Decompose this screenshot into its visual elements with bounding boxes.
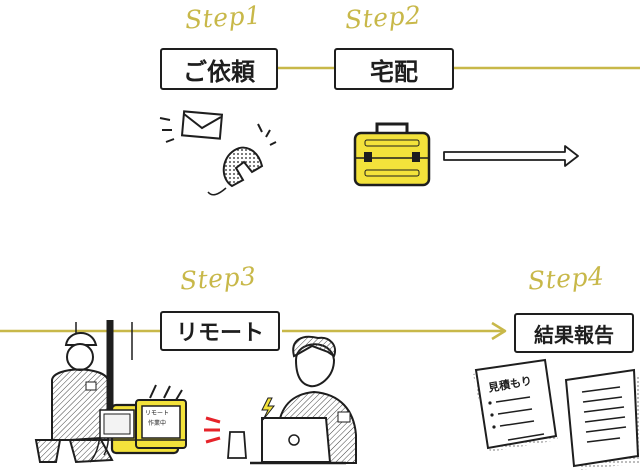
estimate-document [473,358,558,452]
laptop-screen-line1: リモート [145,410,170,417]
suitcase-icon [353,122,431,187]
alert-marks [204,416,221,444]
report-arrowhead [491,321,507,341]
step3-label: Step3 [179,261,258,296]
step2-box: 宅配 [334,48,454,90]
step2-label: Step2 [344,0,423,35]
step1-box: ご依頼 [160,48,278,90]
operator-illustration [227,335,357,465]
envelope-icon [159,110,224,143]
step3-box: リモート [160,311,280,351]
step4-label: Step4 [527,261,606,296]
lightning-icon [261,397,276,421]
equipment-case-illustration [99,384,187,455]
report-document [564,368,640,470]
arrow-icon [443,145,579,167]
laptop-screen-line2: 作業中 [148,420,167,427]
step4-box: 結果報告 [514,313,634,353]
step1-label: Step1 [184,0,263,35]
telephone-icon [207,123,277,196]
